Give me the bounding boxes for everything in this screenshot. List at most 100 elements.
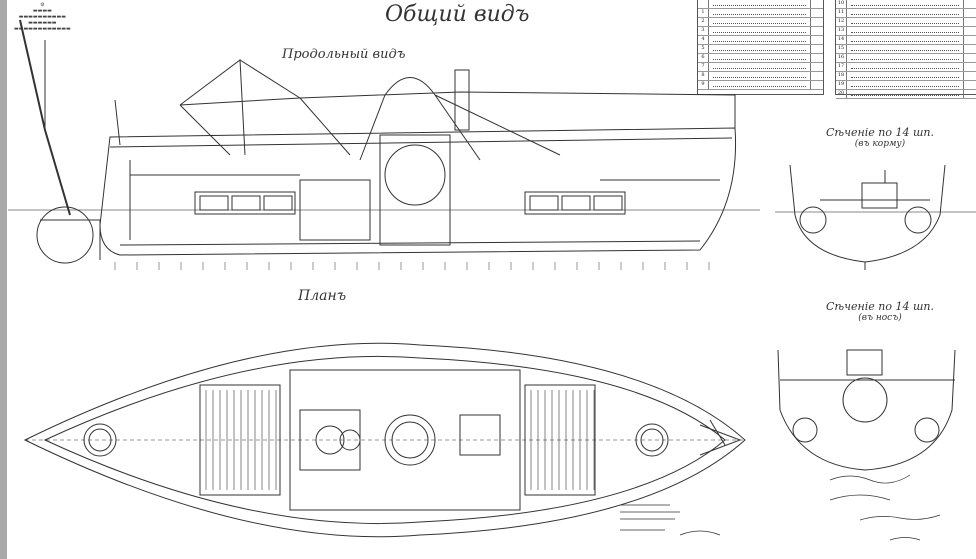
row-text [851, 66, 959, 69]
plan-view-label: Планъ [298, 288, 347, 304]
section-aft [775, 164, 976, 270]
table-row: 17 [836, 63, 976, 72]
table-row: 9 [698, 81, 823, 90]
vent-top [384, 77, 436, 96]
engine [299, 179, 371, 241]
row-text [713, 39, 806, 42]
section-fwd-sub: (въ носъ) [858, 313, 902, 323]
profile-view [8, 19, 760, 270]
machinery-space [289, 369, 521, 511]
row-text [851, 21, 959, 24]
boiler-section [842, 377, 888, 423]
row-qty [810, 36, 823, 44]
signatures [620, 474, 941, 541]
row-qty [963, 27, 976, 35]
hull-plan [23, 342, 746, 538]
table-row: 15 [836, 45, 976, 54]
table-row: 2 [698, 18, 823, 27]
table-row: 4 [698, 36, 823, 45]
row-text [713, 48, 806, 51]
row-number: 4 [698, 36, 709, 44]
stern-hatch [83, 423, 117, 457]
row-qty [810, 0, 823, 8]
plan-view [23, 342, 746, 538]
table-row: 19 [836, 81, 976, 90]
row-qty [810, 45, 823, 53]
row-number: 12 [836, 18, 847, 26]
row-number: 14 [836, 36, 847, 44]
row-qty [963, 18, 976, 26]
row-text [851, 93, 959, 96]
row-number: 11 [836, 9, 847, 17]
table-row [698, 0, 823, 9]
profile-view-label: Продольный видъ [282, 47, 406, 62]
row-text [851, 57, 959, 60]
table-row: 16 [836, 54, 976, 63]
row-number: 7 [698, 63, 709, 71]
row-text [713, 57, 806, 60]
row-number: 20 [836, 90, 847, 98]
rudder-disc [36, 206, 94, 264]
row-number [698, 0, 709, 8]
bow-hatch [635, 423, 669, 457]
row-number: 17 [836, 63, 847, 71]
section-aft-sub: (въ корму) [854, 139, 906, 149]
table-row: 1 [698, 9, 823, 18]
aft-skylight [199, 384, 281, 496]
row-text [713, 21, 806, 24]
row-qty [963, 81, 976, 89]
table-row: 18 [836, 72, 976, 81]
fwd-skylight [524, 384, 596, 496]
row-number: 19 [836, 81, 847, 89]
funnel [454, 69, 470, 131]
boiler-plan [384, 414, 436, 466]
section-fwd-title: Сѣченiе по 14 шп. [826, 300, 934, 313]
row-text [713, 66, 806, 69]
hull-profile [99, 127, 737, 256]
row-text [851, 39, 959, 42]
row-text [851, 48, 959, 51]
row-number: 9 [698, 81, 709, 89]
row-qty [810, 81, 823, 89]
row-text [851, 12, 959, 15]
table-row: 10 [836, 0, 976, 9]
row-text [713, 3, 806, 6]
table-row: 8 [698, 72, 823, 81]
table-row: 3 [698, 27, 823, 36]
table-row: 12 [836, 18, 976, 27]
row-number: 3 [698, 27, 709, 35]
row-number: 16 [836, 54, 847, 62]
row-qty [810, 18, 823, 26]
row-qty [963, 90, 976, 98]
table-row: 5 [698, 45, 823, 54]
row-qty [810, 63, 823, 71]
row-number: 6 [698, 54, 709, 62]
row-text [851, 84, 959, 87]
row-text [713, 84, 806, 87]
row-text [713, 75, 806, 78]
row-qty [963, 9, 976, 17]
row-qty [963, 54, 976, 62]
section-aft-title: Сѣченiе по 14 шп. [826, 126, 934, 139]
row-number: 18 [836, 72, 847, 80]
row-text [851, 30, 959, 33]
row-number: 1 [698, 9, 709, 17]
row-text [851, 3, 959, 6]
table-row: 13 [836, 27, 976, 36]
row-text [713, 30, 806, 33]
row-number: 8 [698, 72, 709, 80]
table-row: 11 [836, 9, 976, 18]
section-fwd-label: Сѣченiе по 14 шп.(въ носъ) [826, 300, 934, 323]
row-qty [963, 63, 976, 71]
row-qty [963, 36, 976, 44]
row-text [713, 12, 806, 15]
row-number: 5 [698, 45, 709, 53]
drawing-title: Общий видъ [385, 2, 530, 27]
row-number: 10 [836, 0, 847, 8]
row-qty [963, 45, 976, 53]
row-qty [810, 9, 823, 17]
